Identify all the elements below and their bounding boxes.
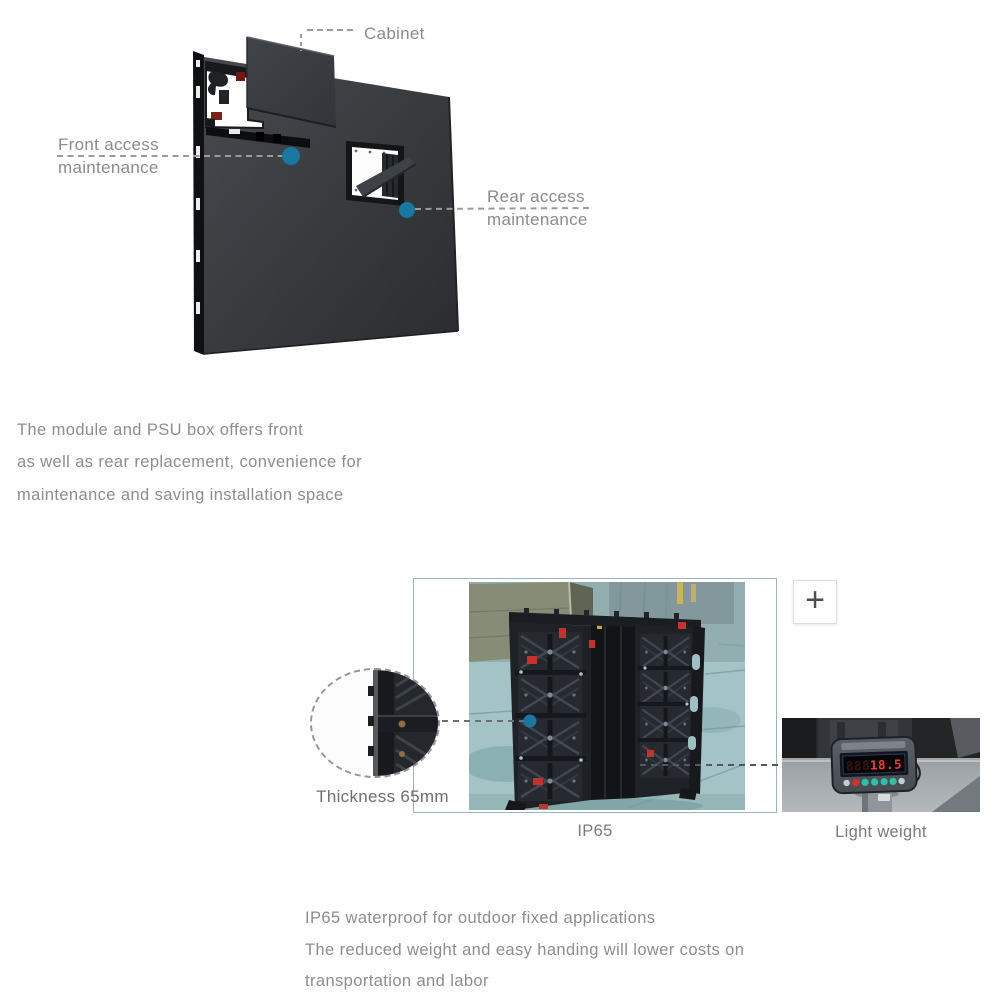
light-weight-caption: Light weight [835,823,927,841]
ip65-photo[interactable] [469,582,745,810]
intro-line: maintenance and saving installation spac… [17,485,344,504]
rear-access-label: Rear access maintenance [487,186,588,231]
scale-indicator: 88818.5 [830,735,918,795]
scale-display-ghost-digits: 888 [846,758,871,774]
rear-access-marker-dot [399,202,415,218]
ip65-caption: IP65 [577,822,613,840]
front-access-label: Front access maintenance [58,134,159,179]
front-access-label-line2: maintenance [58,157,159,177]
rear-access-opening [346,141,417,206]
thickness-magnifier-circle [310,668,440,778]
light-weight-photo: 88818.5 [782,718,980,812]
cabinet-label: Cabinet [364,24,425,43]
intro-line: The module and PSU box offers front [17,421,304,439]
zoom-button[interactable]: + [793,580,837,624]
intro-line: as well as rear replacement, convenience… [17,453,363,472]
removed-module [246,36,337,128]
rear-access-label-line1: Rear access [487,187,585,206]
light-reflection [677,582,683,604]
outro-line: IP65 waterproof for outdoor fixed applic… [305,909,656,927]
cabinet-body [203,57,459,355]
outro-line: The reduced weight and easy handing will… [305,940,745,959]
rear-access-label-line2: maintenance [487,209,588,229]
panel-edge-closeup [312,670,438,776]
rear-module-flap [356,157,416,197]
scale-display-value: 18.5 [870,757,903,773]
plus-icon: + [805,581,825,619]
svg-text:88818.5: 88818.5 [846,757,903,774]
outro-line: transportation and labor [305,972,489,991]
scale-buttons [843,777,905,787]
cabinet-side-rail [193,51,204,355]
front-access-label-line1: Front access [58,135,159,154]
module-shelf-rail [206,127,310,148]
front-access-marker-dot [282,147,300,165]
scale-display [842,753,906,775]
front-access-opening [205,60,264,130]
outro-paragraph: IP65 waterproof for outdoor fixed applic… [305,903,744,998]
led-panel-assembly [505,608,705,810]
thickness-label: Thickness 65mm [316,787,449,806]
intro-paragraph: The module and PSU box offers front as w… [17,414,362,511]
screw-heads [519,666,689,762]
rear-access-leader-line [414,207,594,210]
red-clips [527,622,686,809]
cabinet-diagram [57,29,594,355]
